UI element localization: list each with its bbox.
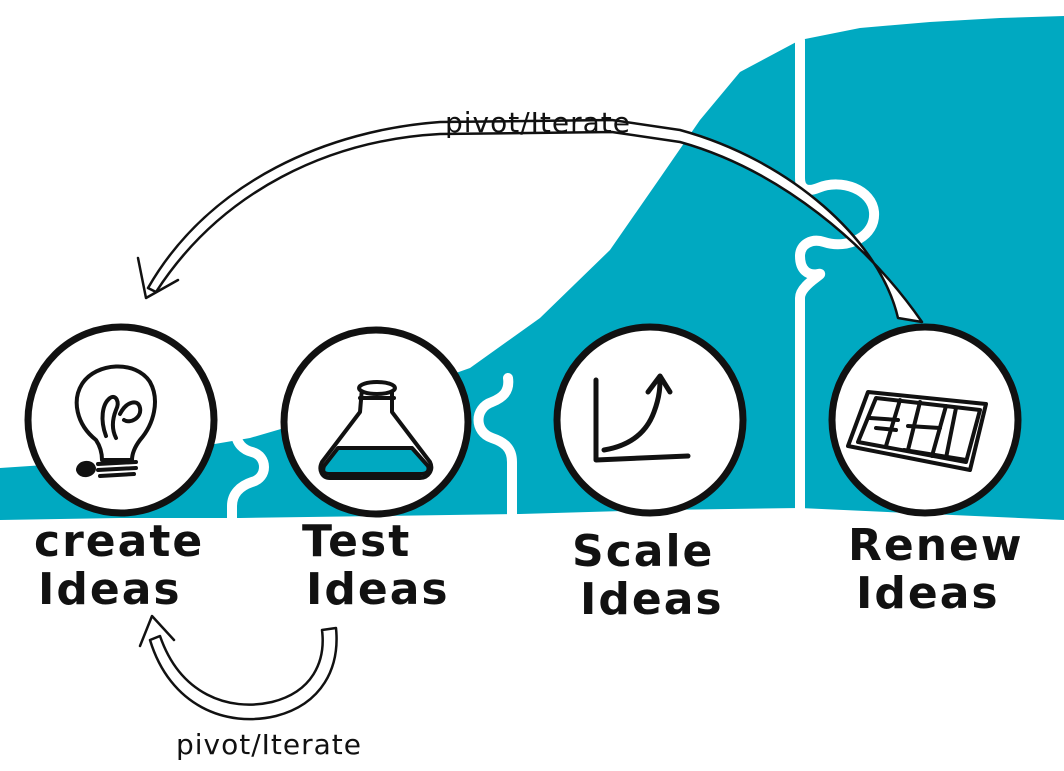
step-test-line2: Ideas bbox=[306, 564, 450, 615]
step-create-line2: Ideas bbox=[38, 564, 182, 615]
step-scale-line2: Ideas bbox=[580, 574, 724, 625]
top-pivot-arrow: pivot/Iterate bbox=[136, 106, 924, 324]
step-renew-circle bbox=[828, 323, 1022, 517]
flask-icon bbox=[318, 380, 434, 480]
step-create-line1: create bbox=[34, 516, 204, 567]
seam-scale-renew bbox=[794, 35, 879, 517]
step-scale: Scale Ideas bbox=[553, 323, 747, 625]
step-scale-line1: Scale bbox=[572, 526, 714, 577]
step-renew-line1: Renew bbox=[848, 520, 1024, 571]
growth-chart-icon bbox=[593, 373, 691, 463]
step-create: create Ideas bbox=[24, 323, 218, 615]
step-test-circle bbox=[280, 326, 472, 518]
bottom-arrow-head bbox=[138, 614, 176, 648]
blueprint-icon bbox=[846, 390, 988, 472]
seam-test-scale bbox=[473, 373, 517, 525]
lightbulb-icon bbox=[74, 364, 157, 478]
bottom-arrow-label: pivot/Iterate bbox=[176, 728, 362, 761]
top-arrow-band bbox=[146, 118, 924, 324]
top-arrow-label: pivot/Iterate bbox=[445, 106, 631, 139]
step-renew-line2: Ideas bbox=[856, 568, 1000, 619]
bottom-arrow-band bbox=[148, 626, 338, 721]
step-renew: Renew Ideas bbox=[828, 323, 1024, 619]
step-test: Test Ideas bbox=[280, 326, 472, 615]
bottom-pivot-arrow: pivot/Iterate bbox=[138, 614, 362, 761]
step-create-circle bbox=[24, 323, 218, 517]
seam-create-test bbox=[227, 427, 269, 525]
step-test-line1: Test bbox=[302, 516, 411, 567]
puzzle-seams bbox=[227, 35, 879, 525]
top-arrow-head bbox=[136, 256, 180, 300]
